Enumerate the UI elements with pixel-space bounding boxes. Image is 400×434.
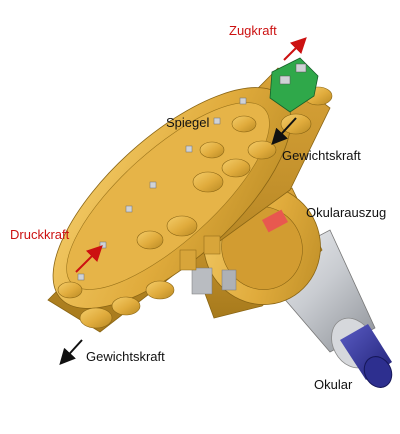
red-pad: [262, 209, 288, 233]
gewichtskraft-arrow-top: [271, 117, 297, 145]
label-okular: Okular: [314, 377, 353, 392]
label-druckkraft: Druckkraft: [10, 227, 70, 242]
druckkraft-arrow: [75, 245, 103, 273]
label-okularauszug: Okularauszug: [306, 205, 387, 220]
label-spiegel: Spiegel: [166, 115, 210, 130]
zugkraft-arrow: [283, 37, 307, 61]
mirror-cell: [47, 67, 333, 333]
label-gewichtskraft-bottom: Gewichtskraft: [86, 349, 165, 364]
eyepiece: [340, 324, 393, 388]
label-gewichtskraft-top: Gewichtskraft: [282, 148, 361, 163]
green-clamp: [269, 57, 319, 113]
gewichtskraft-arrow-bottom: [59, 339, 83, 365]
label-zugkraft: Zugkraft: [229, 23, 277, 38]
